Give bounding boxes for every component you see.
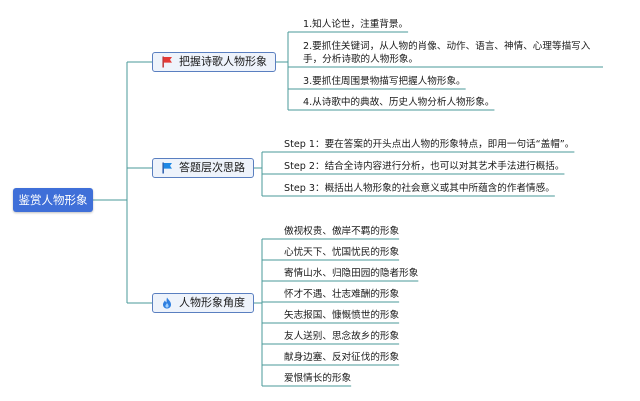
- branch-node-character-image[interactable]: 把握诗歌人物形象: [152, 52, 276, 72]
- branch-label: 答题层次思路: [179, 161, 245, 174]
- list-item: 1.知人论世，注重背景。: [303, 19, 409, 30]
- blue-flag-icon: [162, 162, 172, 174]
- list-item: 傲视权贵、傲岸不羁的形象: [284, 226, 400, 237]
- branch-label: 把握诗歌人物形象: [179, 55, 267, 68]
- list-item: 矢志报国、慷慨愤世的形象: [284, 310, 400, 321]
- list-item: 友人送别、思念故乡的形象: [284, 331, 400, 342]
- list-item: 寄情山水、归隐田园的隐者形象: [284, 268, 419, 279]
- list-item: Step 3：概括出人物形象的社会意义或其中所蕴含的作者情感。: [284, 183, 555, 194]
- root-node[interactable]: 鉴赏人物形象: [13, 188, 93, 212]
- branch-node-image-angles[interactable]: 人物形象角度: [152, 293, 254, 313]
- list-item: Step 2：结合全诗内容进行分析，也可以对其艺术手法进行概括。: [284, 161, 565, 172]
- list-item: 3.要抓住周围景物描写把握人物形象。: [303, 76, 466, 87]
- branch-node-answer-steps[interactable]: 答题层次思路: [152, 158, 254, 178]
- root-label: 鉴赏人物形象: [18, 193, 88, 207]
- list-item: 爱恨情长的形象: [284, 373, 352, 384]
- red-flag-icon: [162, 56, 172, 68]
- list-item: 4.从诗歌中的典故、历史人物分析人物形象。: [303, 97, 495, 108]
- list-item: Step 1：要在答案的开头点出人物的形象特点，即用一句话“盖帽”。: [284, 139, 575, 150]
- list-item: 心忧天下、忧国忧民的形象: [284, 247, 400, 258]
- flame-icon: [163, 297, 171, 309]
- list-item: 2.要抓住关键词，从人物的肖像、动作、语言、神情、心理等描写入手，分析诗歌的人物…: [303, 41, 591, 65]
- list-item: 献身边塞、反对征伐的形象: [284, 352, 400, 363]
- list-item: 怀才不遇、壮志难酬的形象: [284, 289, 400, 300]
- branch-label: 人物形象角度: [179, 296, 245, 309]
